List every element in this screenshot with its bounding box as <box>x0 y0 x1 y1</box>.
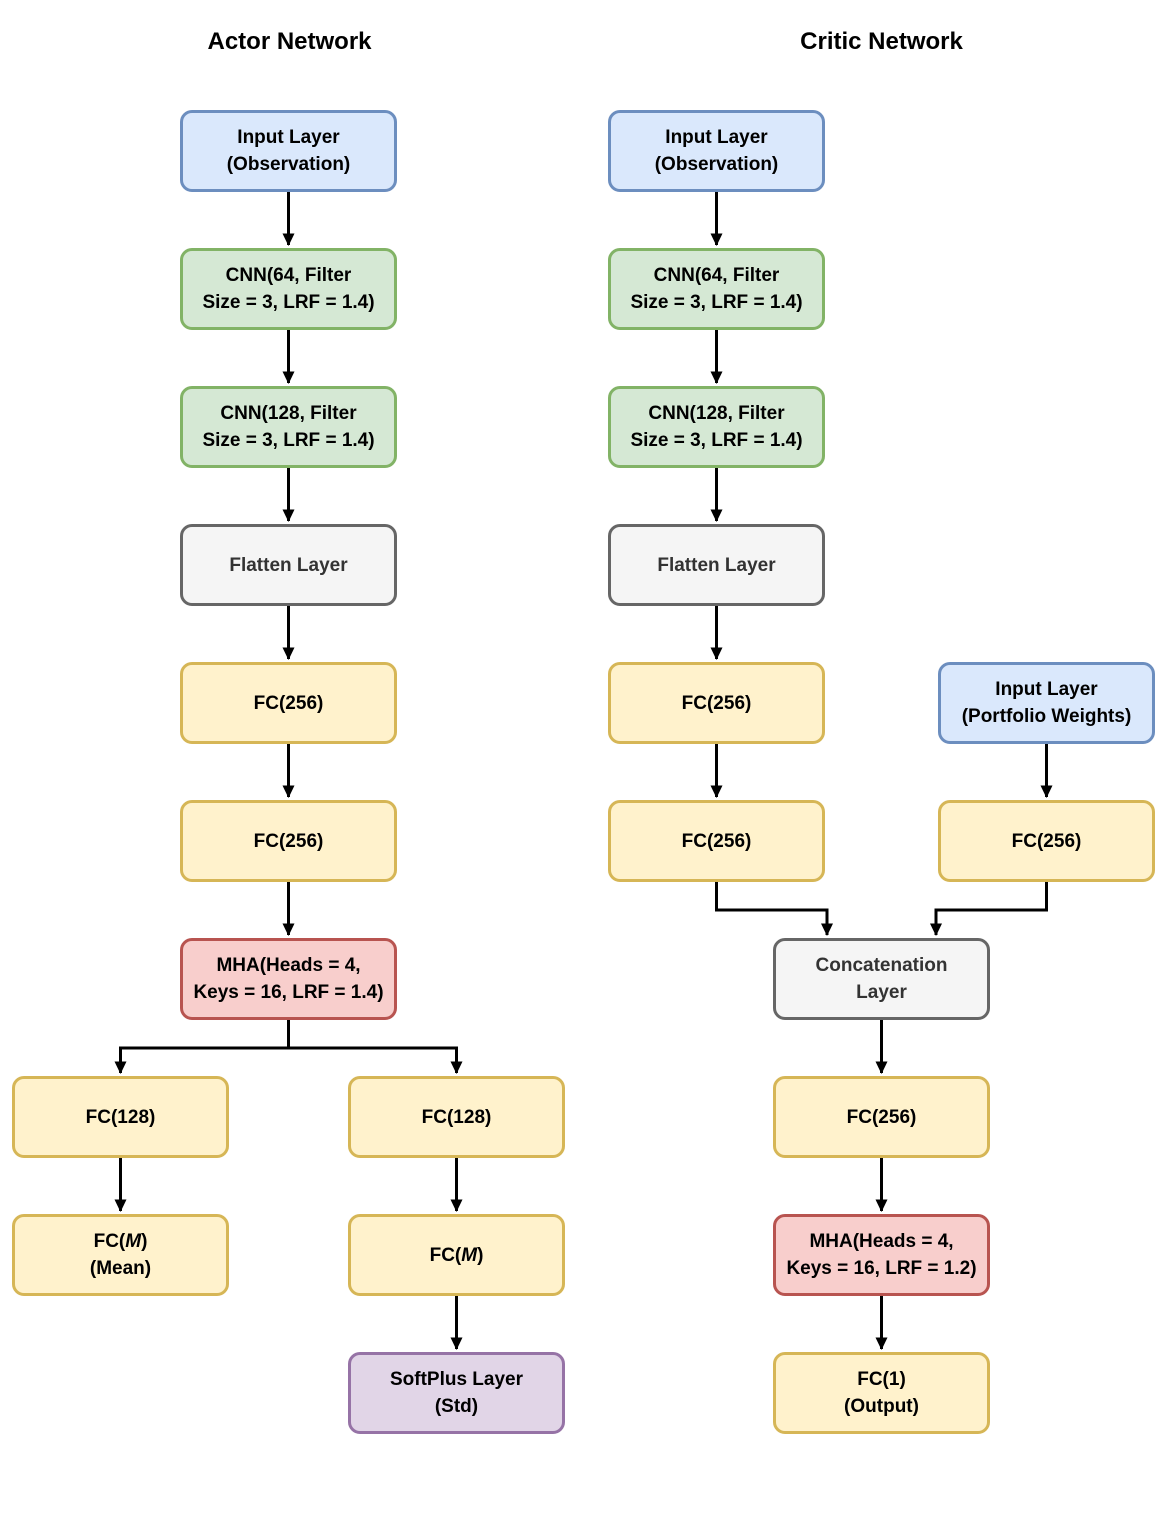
node-label: Size = 3, LRF = 1.4) <box>202 430 375 451</box>
critic-cnn64-node: CNN(64, Filter Size = 3, LRF = 1.4) <box>608 248 825 330</box>
node-label: CNN(128, Filter <box>648 403 785 424</box>
actor-network-title: Actor Network <box>207 28 372 55</box>
connector-arrow <box>715 882 833 936</box>
critic-input-portfolio-weights-node: Input Layer (Portfolio Weights) <box>938 662 1155 744</box>
critic-fc256-node-3: FC(256) <box>773 1076 990 1158</box>
critic-fc256-portfolio-node: FC(256) <box>938 800 1155 882</box>
node-label: FC(M) <box>429 1244 484 1266</box>
node-label: FC(256) <box>253 692 324 714</box>
node-label: Size = 3, LRF = 1.4) <box>630 430 803 451</box>
node-label: CNN(128, Filter <box>220 403 357 424</box>
node-label: MHA(Heads = 4, <box>216 955 361 976</box>
node-label: SoftPlus Layer <box>389 1369 524 1390</box>
actor-fcm-mean-node: FC(M) (Mean) <box>12 1214 229 1296</box>
node-label: FC(256) <box>681 830 752 852</box>
node-label: (Portfolio Weights) <box>961 706 1132 727</box>
critic-network-title: Critic Network <box>800 28 963 55</box>
critic-mha-node: MHA(Heads = 4, Keys = 16, LRF = 1.2) <box>773 1214 990 1296</box>
node-label: Flatten Layer <box>229 554 348 576</box>
node-label: FC(128) <box>85 1106 156 1128</box>
node-label: CNN(64, Filter <box>225 265 352 286</box>
critic-input-observation-node: Input Layer (Observation) <box>608 110 825 192</box>
critic-fc256-node-2: FC(256) <box>608 800 825 882</box>
node-label: Input Layer <box>665 127 768 148</box>
actor-fc256-node-1: FC(256) <box>180 662 397 744</box>
actor-mha-node: MHA(Heads = 4, Keys = 16, LRF = 1.4) <box>180 938 397 1020</box>
node-label: FC(256) <box>846 1106 917 1128</box>
node-label: Layer <box>856 982 907 1003</box>
node-label: (Std) <box>434 1396 479 1417</box>
node-label: FC(256) <box>681 692 752 714</box>
node-label: (Observation) <box>226 154 351 175</box>
actor-input-layer-node: Input Layer (Observation) <box>180 110 397 192</box>
node-label: Size = 3, LRF = 1.4) <box>630 292 803 313</box>
critic-fc256-node-1: FC(256) <box>608 662 825 744</box>
node-label: Input Layer <box>995 679 1098 700</box>
node-label: FC(M) <box>93 1231 148 1252</box>
connector-arrow <box>288 1046 463 1074</box>
actor-fc128-mean-branch-node: FC(128) <box>12 1076 229 1158</box>
node-label: (Observation) <box>654 154 779 175</box>
node-label: Flatten Layer <box>657 554 776 576</box>
actor-cnn128-node: CNN(128, Filter Size = 3, LRF = 1.4) <box>180 386 397 468</box>
node-label: Concatenation <box>815 955 948 976</box>
node-label: MHA(Heads = 4, <box>809 1231 954 1252</box>
node-label: Size = 3, LRF = 1.4) <box>202 292 375 313</box>
critic-concatenation-layer-node: Concatenation Layer <box>773 938 990 1020</box>
connector-arrow <box>930 882 1048 936</box>
node-label: Input Layer <box>237 127 340 148</box>
critic-cnn128-node: CNN(128, Filter Size = 3, LRF = 1.4) <box>608 386 825 468</box>
connector-arrow <box>114 1020 290 1074</box>
node-label: Keys = 16, LRF = 1.2) <box>786 1258 977 1279</box>
actor-flatten-layer-node: Flatten Layer <box>180 524 397 606</box>
node-label: Keys = 16, LRF = 1.4) <box>193 982 384 1003</box>
node-label: FC(128) <box>421 1106 492 1128</box>
critic-flatten-layer-node: Flatten Layer <box>608 524 825 606</box>
actor-fc128-std-branch-node: FC(128) <box>348 1076 565 1158</box>
node-label: (Mean) <box>89 1258 152 1279</box>
node-label: FC(1) <box>857 1369 906 1390</box>
node-label: FC(256) <box>1011 830 1082 852</box>
node-label: CNN(64, Filter <box>653 265 780 286</box>
node-label: (Output) <box>844 1396 919 1417</box>
actor-softplus-layer-node: SoftPlus Layer (Std) <box>348 1352 565 1434</box>
actor-cnn64-node: CNN(64, Filter Size = 3, LRF = 1.4) <box>180 248 397 330</box>
critic-fc1-output-node: FC(1) (Output) <box>773 1352 990 1434</box>
actor-fcm-std-node: FC(M) <box>348 1214 565 1296</box>
actor-fc256-node-2: FC(256) <box>180 800 397 882</box>
node-label: FC(256) <box>253 830 324 852</box>
